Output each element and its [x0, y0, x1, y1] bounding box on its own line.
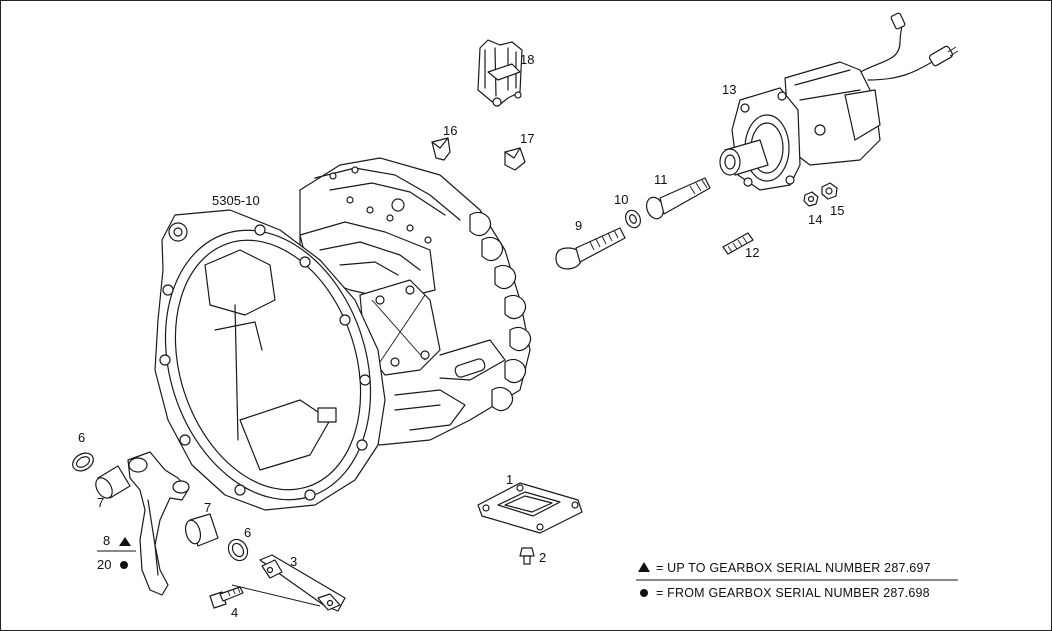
callout-3: 3: [290, 554, 297, 569]
callout-6a: 6: [78, 430, 85, 445]
part-6-ring-b: [227, 538, 249, 562]
part-11-pin: [645, 177, 711, 220]
part-3-shaft: [231, 554, 346, 612]
callout-10: 10: [614, 192, 628, 207]
callout-16: 16: [443, 123, 457, 138]
callout-8: 8: [103, 533, 110, 548]
callout-7a: 7: [97, 495, 104, 510]
callout-7b: 7: [204, 500, 211, 515]
callout-17: 17: [520, 131, 534, 146]
callout-18: 18: [520, 52, 534, 67]
callout-2: 2: [539, 550, 546, 565]
part-4-bolt: [209, 586, 244, 609]
callout-20: 20: [97, 557, 111, 572]
part-17-clip: [504, 147, 526, 171]
part-9-ball-stud: [555, 227, 626, 270]
part-16-clip: [431, 137, 451, 161]
part-14-nut: [803, 191, 819, 207]
legend-dot-icon: [640, 589, 648, 597]
callout-15: 15: [830, 203, 844, 218]
legend-triangle-icon: [638, 562, 650, 572]
callout-13: 13: [722, 82, 736, 97]
triangle-marker-8: [119, 537, 131, 546]
callout-12: 12: [745, 245, 759, 260]
assembly-ref-label: 5305-10: [212, 193, 260, 208]
part-18-bracket: [477, 39, 523, 107]
part-12-stud: [722, 232, 754, 255]
dot-marker-20: [120, 561, 128, 569]
callout-4: 4: [231, 605, 238, 620]
part-15-nut: [821, 182, 838, 200]
part-13-actuator: [719, 12, 959, 191]
part-2-bolt: [519, 547, 535, 565]
callout-1: 1: [506, 472, 513, 487]
callout-11: 11: [654, 172, 668, 187]
legend-dot-text: = FROM GEARBOX SERIAL NUMBER 287.698: [656, 586, 930, 600]
legend: = UP TO GEARBOX SERIAL NUMBER 287.697 = …: [636, 561, 958, 600]
legend-triangle-text: = UP TO GEARBOX SERIAL NUMBER 287.697: [656, 561, 931, 575]
callout-14: 14: [808, 212, 822, 227]
part-7-bushing-a: [95, 465, 131, 499]
fork-lever: [127, 451, 190, 596]
bell-housing: [154, 209, 386, 511]
part-10-washer: [625, 209, 641, 229]
callout-9: 9: [575, 218, 582, 233]
part-6-ring-a: [72, 452, 94, 472]
part-7-bushing-b: [184, 513, 219, 547]
part-1-cover: [477, 482, 583, 534]
callout-6b: 6: [244, 525, 251, 540]
